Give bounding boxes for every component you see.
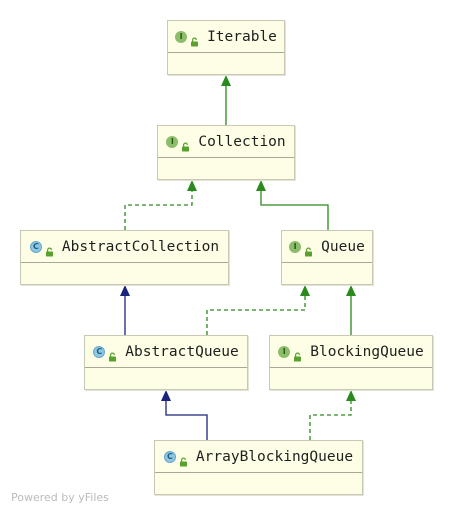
node-title: Collection: [198, 133, 286, 150]
edge-abstractcollection-to-collection: [124, 190, 193, 230]
node-members-section: [155, 473, 362, 495]
node-abstractcollection[interactable]: C AbstractCollection: [20, 230, 229, 285]
public-access-icon: [179, 452, 188, 466]
arrowhead-queue-to-collection: [256, 180, 266, 191]
node-title: Iterable: [207, 28, 277, 45]
node-title: ArrayBlockingQueue: [195, 448, 354, 465]
edge-arrayblockingqueue-to-blockingqueue: [309, 400, 352, 440]
interface-icon: I: [278, 345, 291, 358]
node-members-section: [282, 263, 372, 285]
node-header: I Iterable: [168, 21, 284, 53]
arrowhead-blockingqueue-to-queue: [346, 285, 356, 296]
interface-icon: I: [289, 240, 302, 253]
public-access-icon: [181, 137, 190, 151]
abstract-class-icon: C: [29, 240, 42, 253]
edge-arrayblockingqueue-to-abstractqueue: [165, 400, 208, 440]
node-abstractqueue[interactable]: C AbstractQueue: [84, 335, 248, 390]
public-access-icon: [293, 347, 302, 361]
public-access-icon: [190, 32, 199, 46]
node-title: BlockingQueue: [310, 343, 424, 360]
node-header: C AbstractCollection: [21, 231, 228, 263]
arrowhead-arrayblockingqueue-to-abstractqueue: [161, 390, 171, 401]
footer-credit: Powered by yFiles: [11, 491, 109, 504]
node-iterable[interactable]: I Iterable: [167, 20, 285, 75]
node-header: I Queue: [282, 231, 372, 263]
node-members-section: [21, 263, 228, 285]
node-title: AbstractCollection: [61, 238, 220, 255]
class-icon: C: [163, 450, 176, 463]
node-header: I Collection: [158, 126, 294, 158]
node-title: AbstractQueue: [125, 343, 239, 360]
node-members-section: [168, 53, 284, 75]
node-header: C AbstractQueue: [85, 336, 247, 368]
edge-abstractqueue-to-queue: [206, 295, 306, 335]
node-blockingqueue[interactable]: I BlockingQueue: [269, 335, 433, 390]
arrowhead-collection-to-iterable: [221, 75, 231, 86]
node-arrayblockingqueue[interactable]: C ArrayBlockingQueue: [154, 440, 363, 495]
public-access-icon: [45, 242, 54, 256]
edge-queue-to-collection: [260, 190, 329, 230]
node-queue[interactable]: I Queue: [281, 230, 373, 285]
public-access-icon: [108, 347, 117, 361]
arrowhead-abstractcollection-to-collection: [187, 180, 197, 191]
interface-icon: I: [175, 30, 188, 43]
node-members-section: [270, 368, 432, 390]
node-header: C ArrayBlockingQueue: [155, 441, 362, 473]
node-collection[interactable]: I Collection: [157, 125, 295, 180]
interface-icon: I: [166, 135, 179, 148]
node-members-section: [85, 368, 247, 390]
abstract-class-icon: C: [93, 345, 106, 358]
node-header: I BlockingQueue: [270, 336, 432, 368]
node-title: Queue: [321, 238, 365, 255]
arrowhead-abstractqueue-to-abstractcollection: [120, 285, 130, 296]
public-access-icon: [304, 242, 313, 256]
arrowhead-abstractqueue-to-queue: [300, 285, 310, 296]
node-members-section: [158, 158, 294, 180]
arrowhead-arrayblockingqueue-to-blockingqueue: [346, 390, 356, 401]
